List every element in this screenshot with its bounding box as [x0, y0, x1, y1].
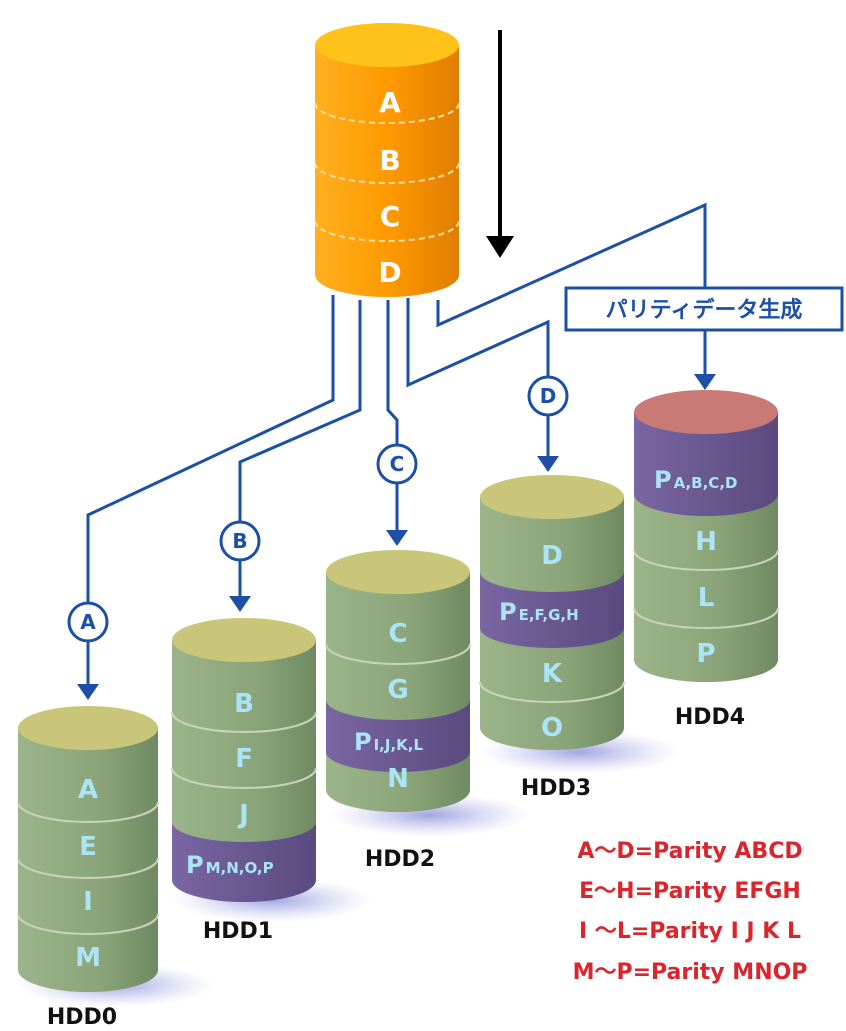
- parity-generation-box-frame: [564, 286, 844, 332]
- hdd2-label: HDD2: [365, 847, 435, 872]
- hdd4-label: HDD4: [675, 705, 745, 730]
- parity-generation-box: パリティデータ生成: [564, 286, 844, 332]
- hdd1-block-j: J: [237, 800, 249, 830]
- hdd2-block-n: N: [387, 764, 409, 794]
- connection-lines: [86, 202, 707, 688]
- legend-line-3: I ～L=Parity I J K L: [579, 919, 801, 944]
- marker-b: B: [219, 520, 261, 562]
- hdd2-block-g: G: [387, 675, 408, 705]
- hdd1-block-b: B: [234, 689, 254, 719]
- hdd4-block-l: L: [698, 583, 715, 613]
- marker-d: D: [527, 375, 569, 417]
- legend-line-1: A～D=Parity ABCD: [577, 839, 802, 864]
- legend-line-4: M～P=Parity MNOP: [573, 960, 808, 985]
- hdd1-block-f: F: [235, 744, 253, 774]
- marker-c: C: [376, 443, 418, 485]
- parity-legend: A～D=Parity ABCD E～H=Parity EFGH I ～L=Par…: [573, 839, 808, 985]
- hdd2-block-c: C: [388, 619, 407, 649]
- hdd0-label: HDD0: [47, 1005, 117, 1030]
- arrowheads: [77, 374, 716, 700]
- marker-d-circle: [527, 375, 569, 417]
- marker-c-circle: [376, 443, 418, 485]
- source-block-c: C: [380, 200, 401, 233]
- marker-a: A: [67, 601, 109, 643]
- legend-line-2: E～H=Parity EFGH: [579, 879, 801, 904]
- source-block-a: A: [379, 86, 401, 119]
- marker-a-label: A: [80, 610, 96, 634]
- hdd3-label: HDD3: [521, 776, 591, 801]
- marker-c-label: C: [390, 452, 405, 476]
- source-block-d: D: [378, 256, 401, 289]
- write-direction-arrow: [486, 30, 514, 258]
- hdd0-block-m: M: [75, 943, 101, 973]
- source-block-b: B: [379, 144, 400, 177]
- hdd0-block-i: I: [83, 887, 93, 917]
- hdd3-block-o: O: [541, 713, 563, 743]
- marker-b-label: B: [232, 529, 247, 553]
- source-disk: A B C D: [314, 23, 460, 297]
- parity-generation-label: パリティデータ生成: [606, 297, 803, 323]
- hdd0: A E I M HDD0: [17, 706, 213, 1030]
- hdd0-block-e: E: [79, 832, 97, 862]
- marker-a-circle: [67, 601, 109, 643]
- hdd4-block-h: H: [695, 527, 717, 557]
- hdd4-block-p: P: [696, 639, 715, 669]
- hdd3-block-d: D: [541, 541, 563, 571]
- hdd1-label: HDD1: [203, 919, 273, 944]
- marker-b-circle: [219, 520, 261, 562]
- hdd3-block-k: K: [542, 659, 563, 689]
- marker-d-label: D: [540, 384, 557, 408]
- hdd0-block-a: A: [78, 775, 98, 805]
